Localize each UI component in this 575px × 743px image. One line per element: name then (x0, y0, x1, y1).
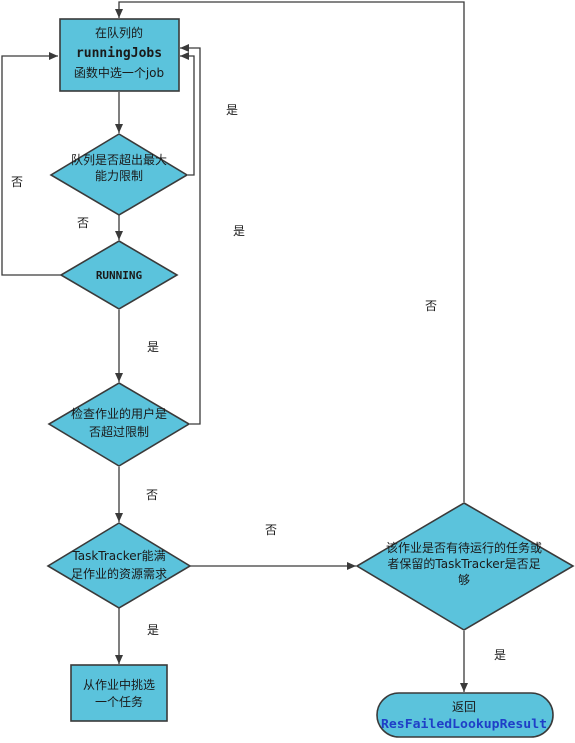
node-return-result-line1: 返回 (452, 700, 476, 714)
edge-user-loop (180, 44, 201, 425)
label-resources-yes: 是 (147, 623, 159, 637)
node-running: RUNNING (59, 240, 179, 310)
edge-capacity-loop (180, 52, 195, 176)
label-user-yes: 是 (233, 224, 245, 238)
node-pending-tasks-line1: 该作业是否有待运行的任务或 (386, 540, 542, 555)
label-capacity-no: 否 (77, 216, 89, 230)
label-running-yes: 是 (147, 340, 159, 354)
node-pick-task-line1: 从作业中挑选 (83, 677, 155, 692)
node-queue-capacity-line1: 队列是否超出最大 (71, 152, 167, 167)
node-pending-tasks: 该作业是否有待运行的任务或 者保留的TaskTracker是否足 够 (355, 502, 575, 631)
node-return-result-line2: ResFailedLookupResult (381, 717, 547, 731)
node-select-job-line3: 函数中选一个job (74, 65, 164, 80)
node-tasktracker-resources: TaskTracker能满 足作业的资源需求 (46, 522, 192, 609)
node-pending-tasks-line2: 者保留的TaskTracker是否足 (387, 556, 540, 571)
label-resources-no: 否 (265, 523, 277, 537)
label-user-no: 否 (146, 488, 158, 502)
edge-pending-loop (115, 1, 465, 502)
node-user-limit-line1: 检查作业的用户是 (71, 406, 167, 421)
node-pick-task-line2: 一个任务 (95, 694, 143, 709)
node-select-job: 在队列的 runningJobs 函数中选一个job (59, 18, 180, 92)
label-capacity-yes: 是 (226, 103, 238, 117)
node-tasktracker-resources-line1: TaskTracker能满 (71, 549, 165, 563)
node-queue-capacity-line2: 能力限制 (95, 169, 143, 183)
label-pending-no: 否 (425, 299, 437, 313)
node-pick-task: 从作业中挑选 一个任务 (70, 664, 168, 722)
node-select-job-line1: 在队列的 (95, 25, 143, 40)
node-running-label: RUNNING (96, 269, 143, 282)
edge-running-loop (1, 52, 62, 276)
node-queue-capacity: 队列是否超出最大 能力限制 (49, 133, 189, 216)
node-user-limit: 检查作业的用户是 否超过限制 (47, 382, 191, 467)
node-return-result: 返回 ResFailedLookupResult (376, 692, 554, 738)
label-pending-yes: 是 (494, 648, 506, 662)
label-running-no: 否 (11, 175, 23, 189)
node-pending-tasks-line3: 够 (458, 573, 470, 587)
node-user-limit-line2: 否超过限制 (89, 424, 149, 439)
node-tasktracker-resources-line2: 足作业的资源需求 (71, 566, 167, 581)
node-select-job-line2: runningJobs (76, 46, 162, 61)
